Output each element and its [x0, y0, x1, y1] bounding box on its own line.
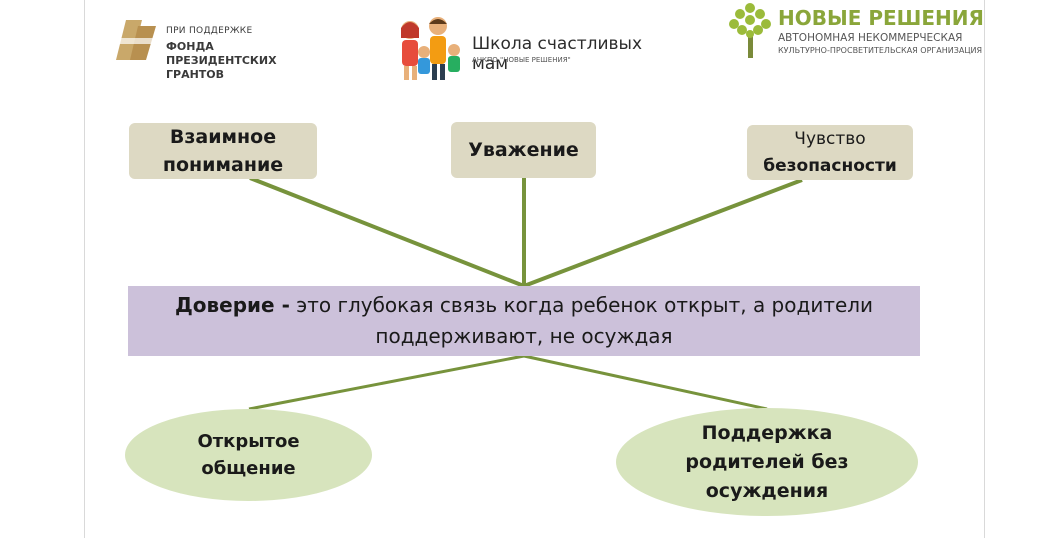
node-respect-label: Уважение: [468, 139, 579, 161]
node-sense-of-safety-line-1: Чувство: [794, 128, 866, 149]
node-respect: Уважение: [451, 122, 596, 178]
school-subtitle: АНКПО "НОВЫЕ РЕШЕНИЯ": [472, 56, 571, 64]
node-open-communication-line-1: Открытое: [197, 431, 300, 452]
node-mutual-understanding: Взаимное понимание: [129, 123, 317, 179]
school-title: Школа счастливых мам: [472, 34, 643, 74]
central-term: Доверие -: [174, 293, 290, 317]
fund-emblem-icon: [116, 20, 158, 60]
node-parental-support: Поддержка родителей без осуждения: [616, 408, 918, 516]
connector-top-right: [523, 178, 803, 288]
node-mutual-understanding-line-1: Взаимное: [169, 126, 277, 148]
family-icon: [401, 17, 460, 80]
fund-line-3: ПРЕЗИДЕНТСКИХ: [166, 54, 277, 67]
central-definition: это глубокая связь когда ребенок открыт,…: [289, 293, 874, 348]
node-sense-of-safety: Чувство безопасности: [747, 125, 913, 180]
fund-logo: ПРИ ПОДДЕРЖКЕ ФОНДА ПРЕЗИДЕНТСКИХ ГРАНТО…: [112, 18, 292, 82]
node-mutual-understanding-line-2: понимание: [162, 154, 284, 176]
org-title: НОВЫЕ РЕШЕНИЯ: [778, 6, 984, 30]
org-line-3: КУЛЬТУРНО-ПРОСВЕТИТЕЛЬСКАЯ ОРГАНИЗАЦИЯ: [778, 46, 983, 55]
node-parental-support-line-1: Поддержка: [701, 421, 833, 444]
fund-line-4: ГРАНТОВ: [166, 68, 225, 81]
node-parental-support-line-2: родителей без: [685, 450, 849, 473]
org-logo: НОВЫЕ РЕШЕНИЯ АВТОНОМНАЯ НЕКОММЕРЧЕСКАЯ …: [728, 2, 988, 64]
connector-top-left: [249, 176, 525, 288]
node-open-communication: Открытое общение: [125, 409, 372, 501]
connector-bottom-right: [523, 354, 768, 411]
node-sense-of-safety-line-2: безопасности: [763, 155, 897, 176]
left-border: [84, 0, 85, 538]
connector-bottom-left: [248, 354, 525, 411]
fund-line-1: ПРИ ПОДДЕРЖКЕ: [166, 26, 253, 36]
tree-icon: [729, 3, 771, 58]
node-open-communication-line-2: общение: [201, 458, 296, 479]
node-parental-support-line-3: осуждения: [705, 479, 829, 502]
school-logo: Школа счастливых мам АНКПО "НОВЫЕ РЕШЕНИ…: [392, 14, 682, 86]
central-definition-box: Доверие - это глубокая связь когда ребен…: [128, 286, 920, 356]
org-line-2: АВТОНОМНАЯ НЕКОММЕРЧЕСКАЯ: [778, 32, 963, 44]
right-border: [984, 0, 985, 538]
fund-line-2: ФОНДА: [166, 40, 214, 53]
